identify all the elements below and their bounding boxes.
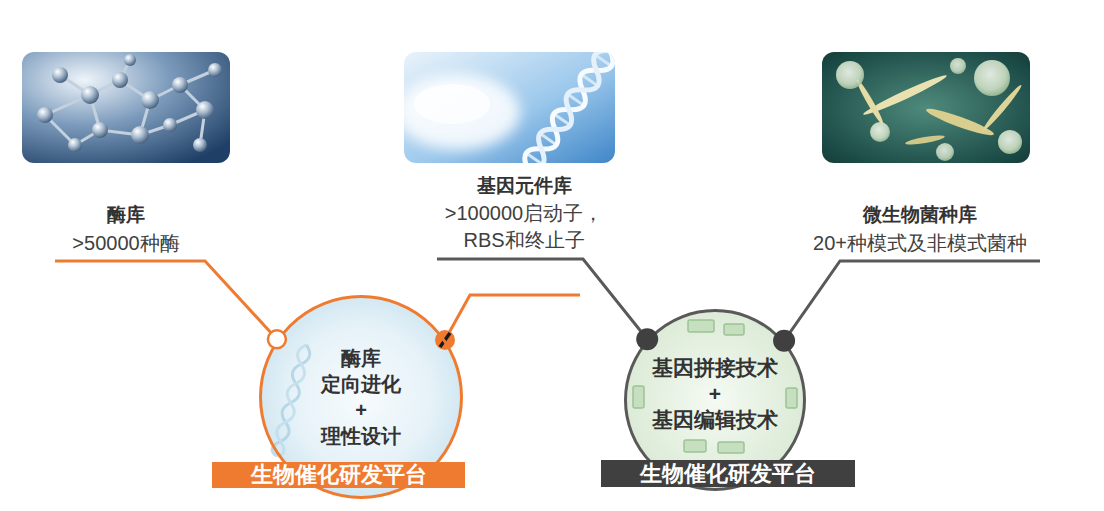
- chip-shapes: [633, 320, 797, 453]
- chip: [684, 440, 706, 452]
- connector-line: [55, 261, 277, 339]
- chip: [633, 386, 644, 408]
- library-detail: >50000种酶: [22, 230, 230, 256]
- connector-group: [773, 261, 1040, 352]
- library-card: 基因元件库>100000启动子， RBS和终止子: [404, 52, 644, 259]
- molecule-picture: [22, 52, 230, 163]
- library-detail: >100000启动子， RBS和终止子: [404, 200, 644, 254]
- atom: [68, 138, 82, 152]
- atom: [163, 118, 177, 132]
- chip: [718, 442, 744, 453]
- helix-strand: [271, 343, 312, 457]
- atom: [172, 77, 188, 93]
- dna-picture: [404, 52, 615, 163]
- atom: [92, 122, 108, 138]
- band-text: 生物催化研发平台: [251, 462, 427, 488]
- connector-dot: [268, 330, 286, 348]
- library-card: 酶库 >50000种酶: [22, 52, 230, 261]
- chip: [688, 320, 714, 332]
- atom: [112, 72, 128, 88]
- platform-circle: 酶库 定向进化 + 理性设计生物催化研发平台: [259, 295, 463, 499]
- library-heading: 基因元件库: [404, 174, 644, 198]
- helix-strand: [519, 52, 615, 163]
- platform-text: 基因拼接技术 + 基因编辑技术: [647, 355, 784, 433]
- microbe-picture: [822, 52, 1030, 163]
- atom: [196, 101, 214, 119]
- atom: [193, 138, 207, 152]
- platform-circle: 基因拼接技术 + 基因编辑技术生物催化研发平台: [624, 309, 806, 491]
- atom: [37, 107, 53, 123]
- picture-ground: [822, 52, 1030, 163]
- rod-cell: [905, 134, 945, 147]
- round-cell: [998, 130, 1022, 154]
- round-cell: [974, 60, 1010, 96]
- platform-text: 酶库 定向进化 + 理性设计: [316, 345, 406, 449]
- atom-spheres: [37, 54, 222, 152]
- connector-line: [437, 259, 647, 339]
- cell-highlight: [414, 84, 490, 124]
- chip: [786, 388, 797, 408]
- bond-lines: [45, 60, 215, 145]
- connector-line: [784, 261, 1040, 341]
- orange-leader: [435, 295, 580, 350]
- dna-helix: [519, 52, 615, 163]
- atom: [52, 67, 68, 83]
- library-heading: 酶库: [22, 203, 230, 227]
- atom: [81, 86, 99, 104]
- helix-strand: [271, 343, 312, 457]
- atom: [141, 91, 159, 109]
- connector-group: [55, 261, 286, 348]
- atom: [208, 63, 222, 77]
- round-cell: [836, 61, 864, 89]
- picture-ground: [22, 52, 230, 163]
- round-cell: [870, 122, 890, 142]
- helix-strand: [519, 52, 615, 163]
- platform-band: 生物催化研发平台: [601, 460, 855, 487]
- connector-dot: [636, 328, 658, 350]
- library-heading: 微生物菌种库: [795, 203, 1045, 227]
- band-text: 生物催化研发平台: [640, 460, 816, 487]
- atom: [131, 126, 149, 144]
- library-detail: 20+种模式及非模式菌种: [795, 230, 1045, 256]
- cell-blob: [404, 74, 520, 150]
- connector-group: [437, 259, 658, 350]
- rod-cell: [924, 105, 995, 139]
- round-cell: [936, 143, 954, 161]
- library-card: 微生物菌种库 20+种模式及非模式菌种: [795, 52, 1045, 261]
- chip: [724, 324, 744, 335]
- leader-line: [445, 295, 580, 340]
- platform-band: 生物催化研发平台: [212, 462, 465, 488]
- connector-dot: [773, 330, 795, 352]
- faint-helix: [271, 343, 312, 457]
- round-cell: [950, 58, 966, 74]
- atom: [124, 54, 136, 66]
